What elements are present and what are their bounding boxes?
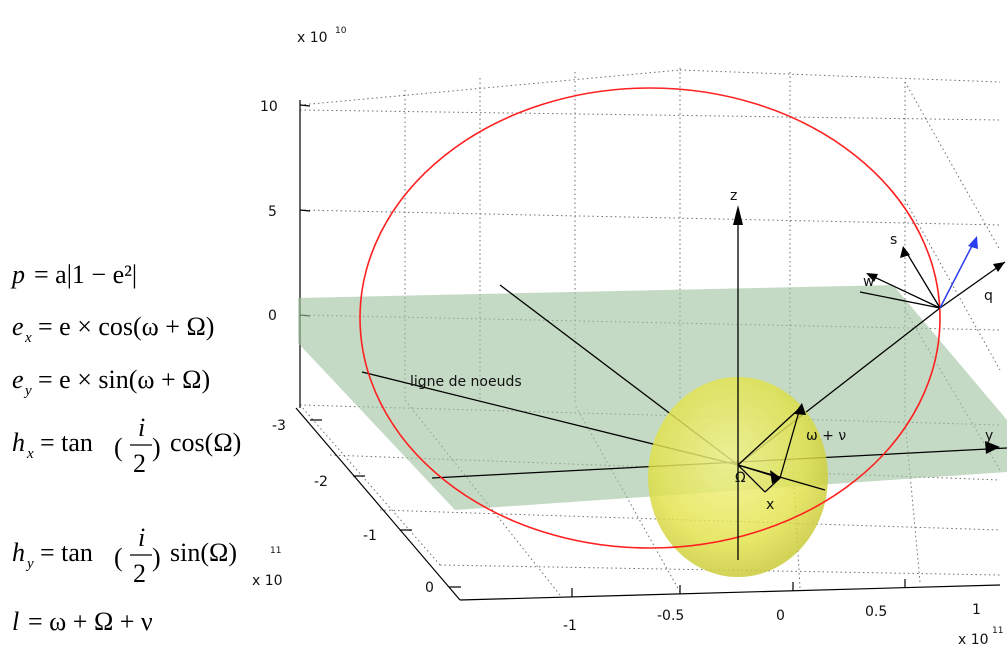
z-exponent-power: 10 bbox=[335, 26, 347, 36]
eq-hx-rparen: ) bbox=[152, 433, 161, 462]
node-line-label: ligne de noeuds bbox=[410, 374, 522, 390]
y-tick-label: -3 bbox=[272, 418, 286, 434]
x-tick-label: 0 bbox=[776, 608, 785, 624]
eq-ex-lhs: e bbox=[12, 312, 24, 341]
local-frame bbox=[859, 249, 1006, 309]
orbital-plane bbox=[298, 285, 1007, 510]
y-tick-labels: -3 -2 -1 0 bbox=[272, 418, 434, 596]
eq-hy-frac-den: 2 bbox=[133, 559, 146, 588]
y-exponent-power: 11 bbox=[270, 546, 281, 556]
x-tick-labels: -1 -0.5 0 0.5 1 bbox=[563, 602, 981, 634]
eq-hx-sub: x bbox=[26, 446, 34, 462]
velocity-vector bbox=[939, 236, 978, 309]
eq-ex-rhs: = e × cos(ω + Ω) bbox=[38, 312, 214, 341]
equation-ex: e x = e × cos(ω + Ω) bbox=[12, 312, 214, 346]
eq-hy-sub: y bbox=[25, 556, 34, 572]
x-tick-label: 0.5 bbox=[865, 604, 887, 620]
y-tick-label: 0 bbox=[425, 580, 434, 596]
eq-l-lhs: l bbox=[12, 607, 19, 636]
x-exponent-label: x 10 bbox=[958, 632, 989, 648]
orbit-ellipse bbox=[359, 87, 941, 549]
eq-hy-frac-num: i bbox=[138, 523, 145, 552]
omega-nu-label: ω + ν bbox=[806, 428, 846, 444]
y-tick-label: -1 bbox=[363, 528, 377, 544]
equation-ey: e y = e × sin(ω + Ω) bbox=[12, 365, 210, 399]
x-tick-label: 1 bbox=[972, 602, 981, 618]
eq-ey-rhs: = e × sin(ω + Ω) bbox=[38, 365, 210, 394]
x-arrowhead bbox=[770, 470, 781, 484]
z-tick-label: 10 bbox=[260, 99, 278, 115]
eq-hx-rhs-pre: = tan bbox=[40, 428, 93, 457]
equation-hx: h x = tan ( i 2 ) cos(Ω) bbox=[12, 413, 241, 478]
z-axis-arrow bbox=[733, 205, 743, 560]
eq-hy-rhs-pre: = tan bbox=[40, 538, 93, 567]
eq-hy-lparen: ( bbox=[114, 543, 123, 572]
y-exponent-label: x 10 bbox=[252, 573, 283, 589]
equation-p: p = a|1 − e²| bbox=[10, 260, 137, 289]
equation-l: l = ω + Ω + ν bbox=[12, 607, 153, 636]
eq-hx-rhs-post: cos(Ω) bbox=[170, 428, 241, 457]
z-exponent: x 10 10 bbox=[297, 26, 347, 46]
z-exponent-label: x 10 bbox=[297, 30, 328, 46]
eq-hx-lhs: h bbox=[12, 428, 25, 457]
eq-p-rhs: = a|1 − e²| bbox=[34, 260, 137, 289]
z-tick-label: 0 bbox=[268, 308, 277, 324]
y-tick-label: -2 bbox=[314, 474, 328, 490]
equation-hy: h y = tan ( i 2 ) sin(Ω) bbox=[12, 523, 237, 588]
eq-hy-lhs: h bbox=[12, 538, 25, 567]
q-vector-label: q bbox=[984, 288, 993, 304]
x-tick-label: -0.5 bbox=[657, 608, 684, 624]
eq-ex-sub: x bbox=[24, 330, 32, 346]
z-tick-label: 5 bbox=[268, 204, 277, 220]
y-axis-label: y bbox=[985, 428, 993, 444]
y-exponent: x 10 11 bbox=[252, 546, 283, 589]
x-tick-label: -1 bbox=[563, 618, 577, 634]
q-arrowhead bbox=[993, 262, 1005, 272]
x-exponent-power: 11 bbox=[992, 626, 1003, 636]
eq-ey-sub: y bbox=[23, 383, 32, 399]
eq-hx-frac-den: 2 bbox=[133, 449, 146, 478]
eq-ey-lhs: e bbox=[12, 365, 24, 394]
eq-p-lhs: p bbox=[10, 260, 25, 289]
eq-hx-lparen: ( bbox=[114, 433, 123, 462]
eq-hy-rparen: ) bbox=[152, 543, 161, 572]
eq-l-rhs: = ω + Ω + ν bbox=[28, 607, 153, 636]
y-axis-arrow bbox=[985, 441, 1000, 454]
x-exponent: x 10 11 bbox=[958, 626, 1003, 648]
eq-hx-frac-num: i bbox=[138, 413, 145, 442]
s-arrowhead bbox=[900, 246, 910, 258]
w-vector-label: w bbox=[863, 274, 874, 290]
z-tick-labels: 10 5 0 bbox=[260, 99, 278, 324]
eq-hy-rhs-post: sin(Ω) bbox=[170, 538, 237, 567]
z-axis-label: z bbox=[730, 188, 737, 204]
s-vector-label: s bbox=[890, 232, 897, 248]
w-arrowhead bbox=[866, 273, 878, 282]
Omega-label: Ω bbox=[735, 470, 746, 486]
x-axis-label: x bbox=[766, 497, 774, 513]
omega-nu-arrowhead bbox=[794, 403, 806, 415]
